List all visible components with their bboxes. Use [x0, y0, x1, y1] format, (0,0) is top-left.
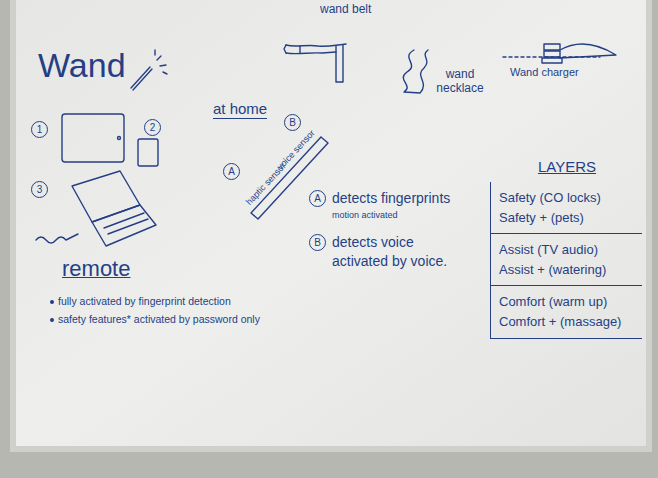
callout-letter: B [309, 234, 326, 251]
board-surface [16, 0, 646, 446]
callout-letter: A [223, 163, 240, 180]
section-heading: remote [62, 256, 130, 281]
layer-row: Comfort (warm up) [490, 285, 642, 312]
callout-letter: B [284, 114, 301, 131]
board-frame [10, 0, 652, 452]
sparkle [155, 50, 167, 74]
title: Wand [38, 46, 126, 85]
callout-number: 1 [31, 121, 48, 138]
laptop-base [92, 205, 156, 246]
note: wand necklace [432, 68, 488, 96]
layer-row: Comfort + (massage) [490, 312, 642, 339]
section-heading: at home [213, 100, 267, 119]
layer-row: Assist + (watering) [490, 260, 642, 286]
tablet-sketch [62, 114, 124, 162]
charger-block [544, 44, 560, 50]
necklace-sketch [403, 50, 428, 93]
phone-sketch [138, 139, 158, 166]
callout-letter: A [309, 190, 326, 207]
layers-table: LAYERSSafety (CO locks)Safety + (pets)As… [490, 156, 642, 339]
laptop-screen [72, 171, 140, 222]
layer-row: Safety + (pets) [490, 208, 642, 234]
layer-row: Safety (CO locks) [490, 182, 642, 208]
charger-block [542, 58, 562, 63]
bullet-note: safety features* activated by password o… [58, 313, 260, 325]
callout-number: 3 [31, 181, 48, 198]
bullet [51, 319, 54, 322]
callout-number: 2 [144, 119, 161, 136]
note: detects fingerprints [332, 190, 450, 206]
sensor-label: haptic sensor [244, 161, 288, 207]
note: Wand charger [510, 66, 579, 79]
note: motion activated [332, 210, 398, 220]
laptop-cord [36, 234, 78, 243]
note: activated by voice. [332, 253, 447, 269]
tablet-button [118, 137, 121, 140]
bullet-note: fully activated by fingerprint detection [58, 295, 231, 307]
wand-sketch [131, 67, 152, 90]
layer-row: Assist (TV audio) [490, 233, 642, 260]
charger-base [560, 44, 616, 58]
bullet [51, 301, 54, 304]
charger-block [544, 51, 560, 57]
belt-sketch [286, 44, 346, 54]
belt-sketch [284, 45, 343, 82]
note: detects voice [332, 234, 414, 250]
note: wand belt [320, 3, 371, 17]
layer-heading: LAYERS [490, 156, 642, 182]
